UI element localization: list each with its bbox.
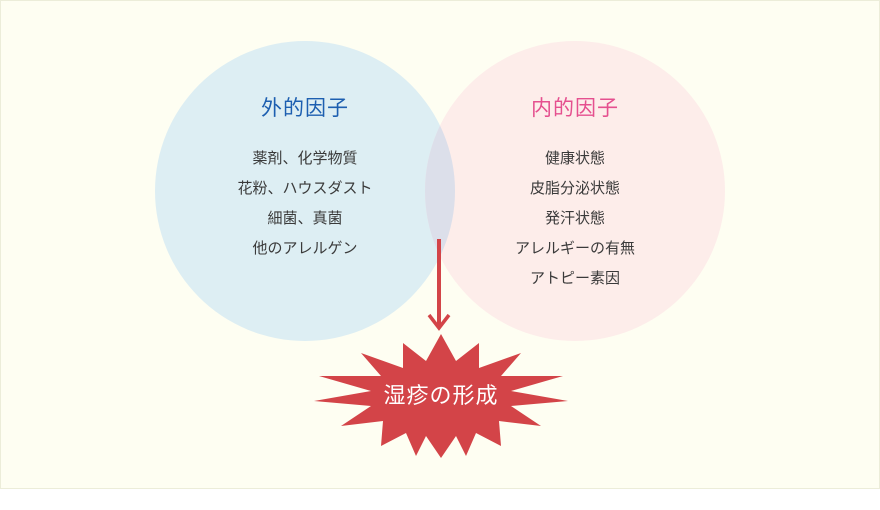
arrow-and-burst <box>314 239 568 458</box>
result-label: 湿疹の形成 <box>383 384 499 409</box>
external-factors-list: 薬剤、化学物質 花粉、ハウスダスト 細菌、真菌 他のアレルゲン <box>155 143 455 263</box>
list-item: 発汗状態 <box>544 209 605 227</box>
starburst-icon <box>314 334 568 458</box>
list-item: 細菌、真菌 <box>267 209 343 227</box>
list-item: 花粉、ハウスダスト <box>237 179 373 197</box>
internal-factors-title: 内的因子 <box>531 96 619 120</box>
internal-factors-circle <box>425 41 725 341</box>
diagram-panel: 外的因子 薬剤、化学物質 花粉、ハウスダスト 細菌、真菌 他のアレルゲン 内的因… <box>0 0 880 489</box>
list-item: 皮脂分泌状態 <box>529 179 620 197</box>
list-item: 健康状態 <box>544 149 605 167</box>
external-factors-circle <box>155 41 455 341</box>
list-item: アレルギーの有無 <box>514 239 635 257</box>
external-factors-title: 外的因子 <box>261 96 349 120</box>
list-item: アトピー素因 <box>529 269 620 287</box>
list-item: 他のアレルゲン <box>252 239 358 257</box>
list-item: 薬剤、化学物質 <box>252 149 358 167</box>
down-arrow-icon <box>427 239 451 331</box>
internal-factors-list: 健康状態 皮脂分泌状態 発汗状態 アレルギーの有無 アトピー素因 <box>425 143 725 293</box>
